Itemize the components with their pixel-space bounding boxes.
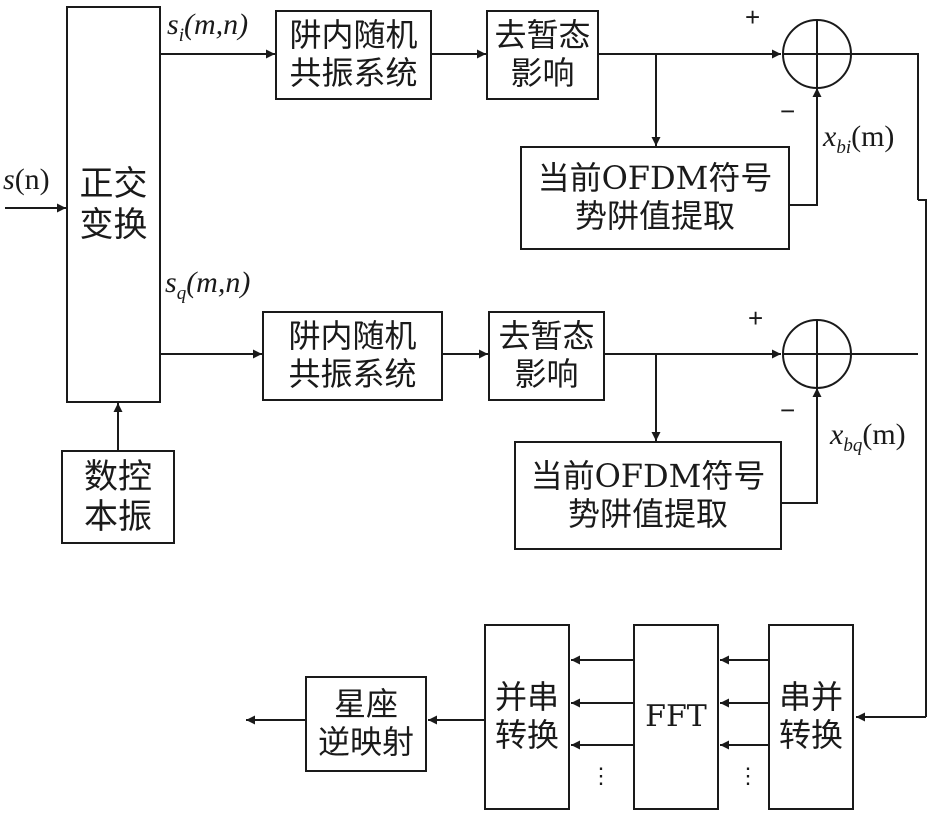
block-well-value-extraction-q-line1: 当前OFDM符号 (530, 456, 766, 495)
label-xbq-symbol: x (830, 418, 844, 451)
label-sq-subscript: q (176, 283, 187, 304)
block-resonance-q: 阱内随机 共振系统 (262, 311, 443, 401)
sign-minus-i: − (780, 96, 796, 126)
block-fft: FFT (633, 624, 719, 810)
block-parallel-to-serial-line2: 转换 (494, 716, 559, 754)
label-xbq-subscript: bq (843, 435, 863, 456)
block-nco: 数控 本振 (61, 450, 175, 544)
block-well-value-extraction-q-line2: 势阱值提取 (567, 494, 728, 533)
block-transient-removal-q: 去暂态 影响 (488, 311, 605, 401)
sign-plus-i: + (745, 2, 761, 32)
block-resonance-i: 阱内随机 共振系统 (275, 10, 432, 100)
block-resonance-q-line2: 共振系统 (288, 355, 417, 393)
summer-q (782, 319, 852, 389)
label-xbi-subscript: bi (836, 137, 852, 158)
block-transient-removal-q-line1: 去暂态 (498, 317, 595, 356)
wire-to-s2p (918, 199, 927, 717)
summer-i (782, 19, 852, 89)
wire-sum-i-out (851, 53, 919, 200)
label-si-symbol: s (167, 8, 179, 41)
block-orthogonal-transform: 正交 变换 (66, 6, 161, 403)
block-well-value-extraction-q: 当前OFDM符号 势阱值提取 (514, 441, 782, 550)
label-input-signal-symbol: s (3, 163, 15, 196)
label-xbi-arg: (m) (851, 120, 895, 153)
block-serial-to-parallel-line1: 串并 (778, 678, 843, 717)
arrow-xbi (790, 88, 822, 206)
block-constellation-demap-line1: 星座 (333, 685, 398, 724)
label-xbi-symbol: x (823, 120, 837, 153)
ellipsis-fft-p2s: ⋮ (590, 764, 612, 789)
block-constellation-demap-line2: 逆映射 (317, 723, 414, 761)
block-well-value-extraction-i-line2: 势阱值提取 (574, 197, 735, 235)
block-fft-label: FFT (645, 699, 707, 735)
label-si-subscript: i (178, 25, 184, 46)
label-sq-arg: (m,n) (186, 266, 251, 299)
block-well-value-extraction-i-line1: 当前OFDM符号 (537, 159, 773, 198)
label-xbq-arg: (m) (862, 418, 906, 451)
label-sq-symbol: s (165, 266, 177, 299)
block-parallel-to-serial: 并串 转换 (484, 624, 570, 810)
block-well-value-extraction-i: 当前OFDM符号 势阱值提取 (520, 146, 790, 250)
block-orthogonal-transform-line1: 正交 (79, 164, 148, 205)
label-si: si(m,n) (167, 8, 249, 46)
block-constellation-demap: 星座 逆映射 (305, 676, 427, 772)
block-orthogonal-transform-line2: 变换 (79, 204, 148, 245)
block-transient-removal-i: 去暂态 影响 (486, 10, 599, 100)
label-sq: sq(m,n) (165, 266, 251, 304)
block-transient-removal-q-line2: 影响 (514, 355, 579, 393)
label-input-signal: s(n) (3, 165, 50, 195)
block-transient-removal-i-line2: 影响 (510, 54, 575, 92)
block-parallel-to-serial-line1: 并串 (494, 678, 559, 717)
label-xbi: xbi(m) (823, 120, 895, 158)
sign-minus-q: − (780, 395, 796, 425)
block-nco-line2: 本振 (84, 497, 152, 537)
block-resonance-i-line2: 共振系统 (289, 54, 418, 92)
block-serial-to-parallel-line2: 转换 (778, 716, 843, 754)
label-input-signal-arg: (n) (14, 163, 50, 196)
block-nco-line1: 数控 (84, 456, 152, 497)
sign-plus-q: + (748, 303, 764, 333)
ellipsis-s2p-fft: ⋮ (737, 764, 759, 789)
block-transient-removal-i-line1: 去暂态 (494, 16, 591, 55)
label-si-arg: (m,n) (183, 8, 249, 41)
arrow-xbq (782, 388, 822, 504)
label-xbq: xbq(m) (830, 418, 906, 456)
block-serial-to-parallel: 串并 转换 (768, 624, 854, 810)
block-resonance-q-line1: 阱内随机 (288, 317, 417, 356)
block-resonance-i-line1: 阱内随机 (289, 16, 418, 55)
